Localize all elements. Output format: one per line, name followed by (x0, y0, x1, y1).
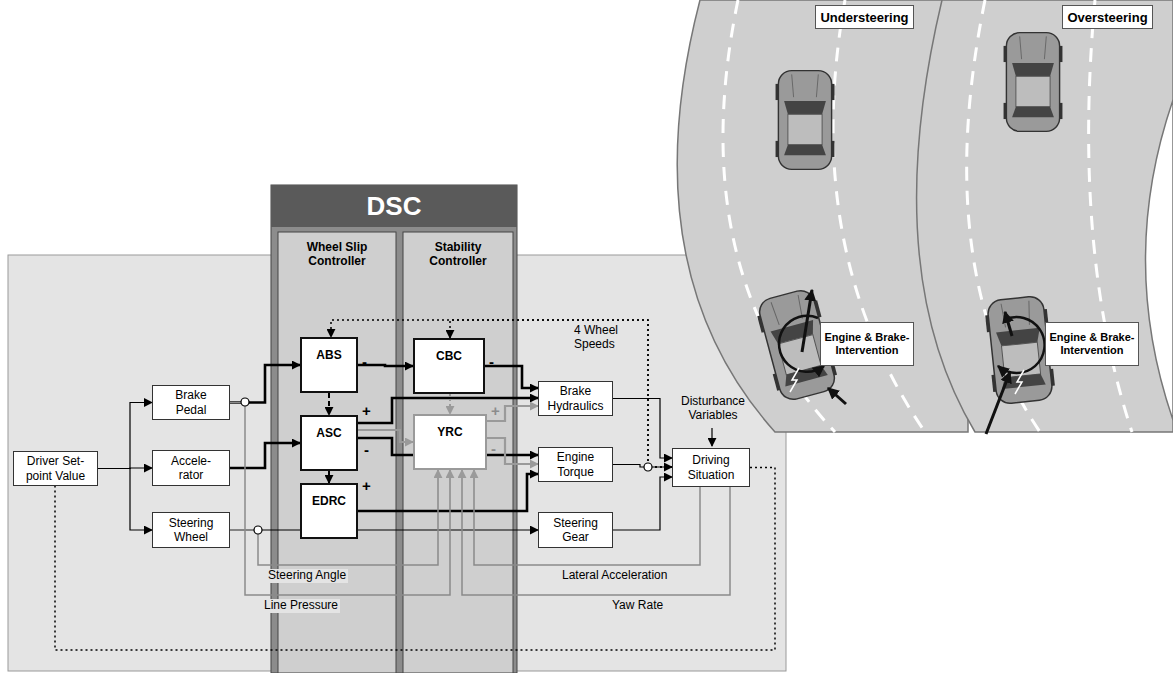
node-text: ABS (310, 340, 347, 390)
node-text: Brake Pedal (161, 388, 221, 417)
process-box: Brake Pedal (152, 385, 230, 420)
note-label: Disturbance Variables (672, 394, 754, 423)
signal-connector (98, 403, 152, 469)
node-text: Wheel Slip Controller (278, 232, 396, 282)
node-text: Engine Torque (546, 450, 606, 479)
process-box: Steering Wheel (152, 512, 230, 548)
node-text: Accele- rator (161, 454, 221, 483)
signal-connector (358, 474, 538, 511)
process-box: Engine Torque (538, 447, 613, 482)
path-shape (998, 317, 1045, 373)
path-shape (917, 0, 1173, 432)
heading-box: Oversteering (1062, 5, 1153, 29)
node-text: Oversteering (1067, 10, 1147, 25)
sign-label: - (491, 441, 496, 456)
signal-connector (462, 470, 730, 595)
rect-shape (403, 232, 513, 673)
node-text: Steering Gear (546, 516, 606, 545)
node-text: Engine & Brake- Intervention (1049, 331, 1135, 356)
line-shape (1005, 312, 1012, 336)
heading-box: Understeering (815, 5, 914, 29)
sign-label: + (362, 478, 371, 493)
rect-shape (271, 185, 517, 227)
line-shape (802, 290, 812, 352)
path-shape (1015, 370, 1024, 394)
node-text: Understeering (820, 10, 908, 25)
controller-block: EDRC (300, 483, 358, 539)
signal-connector (613, 399, 672, 459)
signal-connector (449, 394, 451, 414)
process-box: Driver Set- point Value (13, 451, 98, 486)
path-shape (833, 0, 925, 432)
node-text: Stability Controller (403, 232, 513, 282)
signal-connector (485, 366, 538, 388)
sign-label: - (362, 354, 367, 369)
process-box: Accele- rator (152, 450, 230, 486)
use-shape (1004, 33, 1063, 132)
node-text: Driver Set- point Value (23, 454, 89, 483)
signal-connector (613, 477, 672, 530)
signal-connector (230, 365, 300, 403)
process-box: Steering Gear (538, 512, 613, 548)
oversteer-road (917, 0, 1173, 434)
signal-label: 4 Wheel Speeds (572, 324, 632, 352)
junction-dot (241, 398, 249, 406)
path-shape (779, 316, 824, 372)
line-shape (711, 428, 712, 446)
node-text: ASC (310, 418, 347, 468)
junction-dot (644, 463, 652, 471)
signal-connector (328, 393, 330, 415)
intervention-box: Engine & Brake- Intervention (820, 322, 914, 366)
signal-connector (613, 465, 672, 468)
line-shape (986, 372, 1010, 434)
control-diagram-ground (8, 185, 786, 673)
path-shape (1146, 100, 1173, 420)
signal-connector (55, 468, 775, 651)
signal-label: Line Pressure (262, 599, 340, 613)
signal-label: Steering Angle (266, 569, 348, 583)
signal-connector (98, 469, 152, 531)
path-shape (790, 368, 799, 392)
signal-connector (487, 438, 538, 464)
node-text: DSC (271, 185, 517, 227)
use-shape (776, 71, 835, 170)
controller-block: YRC (413, 414, 487, 470)
signal-connector (474, 470, 700, 565)
path-shape (1089, 0, 1132, 432)
process-box: Driving Situation (672, 448, 750, 487)
signal-connector (230, 529, 538, 530)
junction-dot (254, 526, 262, 534)
sign-label: - (489, 354, 494, 369)
sign-label: + (362, 403, 371, 418)
node-text: Driving Situation (681, 453, 741, 482)
controller-column: CBC YRC Stability Controller (403, 232, 513, 673)
signal-connector (328, 471, 330, 483)
line-shape (828, 388, 846, 404)
signal-label: Yaw Rate (610, 599, 665, 613)
controller-block: ABS (300, 337, 358, 393)
controller-block: ASC (300, 415, 358, 471)
node-text: YRC (431, 417, 468, 467)
node-text: EDRC (306, 486, 352, 536)
sign-label: - (364, 442, 369, 457)
node-text: Engine & Brake- Intervention (824, 331, 910, 356)
controller-block: CBC (413, 338, 485, 394)
node-text: Brake Hydraulics (546, 384, 606, 413)
sign-label: + (491, 403, 500, 418)
node-text: CBC (430, 341, 468, 391)
signal-connector (358, 430, 413, 442)
intervention-box: Engine & Brake- Intervention (1045, 322, 1139, 366)
signal-connector (230, 443, 300, 468)
signal-connector (331, 320, 672, 467)
process-box: Brake Hydraulics (538, 381, 613, 416)
node-text: Steering Wheel (161, 516, 221, 545)
signal-connector (230, 470, 438, 565)
signal-label: Lateral Acceleration (560, 569, 669, 583)
